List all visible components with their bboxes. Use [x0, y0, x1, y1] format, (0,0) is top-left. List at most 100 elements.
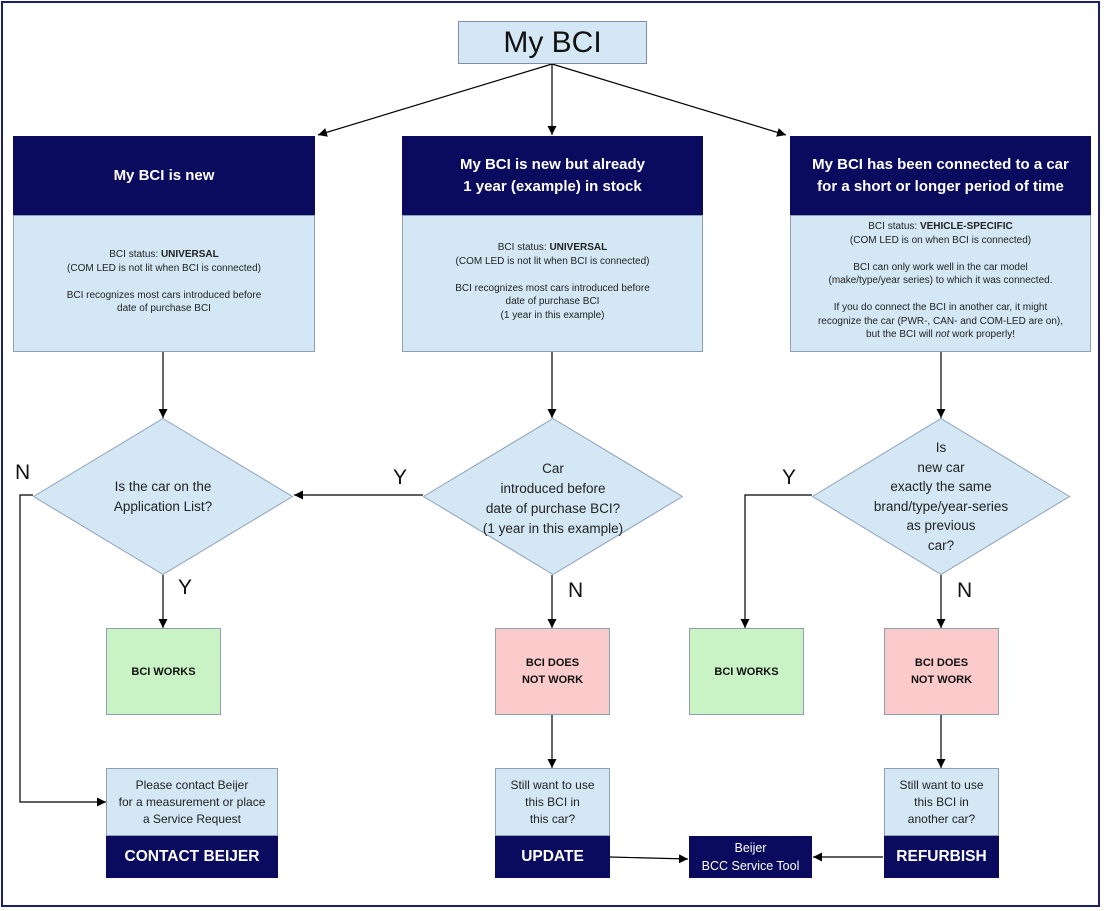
decision-line: Is: [935, 440, 947, 455]
decision-text: Is the car on the Application List?: [33, 418, 293, 575]
decision-line: car?: [927, 537, 955, 553]
panel-line: date of purchase BCI: [505, 296, 600, 307]
decision-text: Car introduced before date of purchase B…: [423, 418, 683, 575]
decision-shape: [33, 418, 293, 575]
decision-line: brand/type/year-series: [873, 498, 1009, 514]
decision-shape: [812, 418, 1070, 575]
status-value: UNIVERSAL: [160, 249, 219, 260]
service-tool-line: Beijer: [734, 841, 767, 855]
status-line: BCI status: UNIVERSAL: [109, 248, 218, 262]
panel-line: date of purchase BCI: [117, 303, 211, 314]
decision-line: date of purchase BCI?: [485, 500, 621, 516]
decision-line: Is the car on the: [114, 478, 212, 494]
panel-line: (COM LED is not lit when BCI is connecte…: [67, 262, 261, 274]
status-panel-new: BCI status: UNIVERSAL (COM LED is not li…: [13, 215, 315, 352]
decision-line: exactly the same: [890, 479, 992, 494]
label-d3-yes: Y: [782, 466, 797, 489]
outcome-not-work-4: BCI DOES NOT WORK: [884, 628, 999, 715]
outcome-works-1: BCI WORKS: [106, 628, 221, 715]
header-new-line-1: My BCI is new: [113, 166, 215, 184]
emphasis-not: not: [935, 329, 950, 340]
last-line-after: work properly!: [949, 329, 1015, 340]
info-contact: Please contact Beijer for a measurement …: [106, 768, 278, 836]
info-line: Still want to use: [510, 778, 595, 792]
decision-line: introduced before: [500, 480, 606, 496]
outcome-line: NOT WORK: [910, 673, 973, 686]
info-line: this car?: [529, 812, 576, 826]
panel-line: If you do connect the BCI in another car…: [833, 302, 1048, 313]
status-panel-in-stock: BCI status: UNIVERSAL (COM LED is not li…: [402, 215, 703, 352]
outcome-text: BCI WORKS: [714, 665, 779, 678]
arrow-decision1-no: [19, 494, 106, 807]
arrow-update-to-tool: [609, 854, 689, 864]
info-line: a Service Request: [142, 812, 242, 826]
panel-line: recognize the car (PWR-, CAN- and COM-LE…: [817, 315, 1064, 327]
status-prefix: BCI status:: [109, 249, 161, 260]
label-d1-no: N: [15, 461, 31, 484]
header-in-stock: My BCI is new but already 1 year (exampl…: [402, 136, 703, 215]
action-label: CONTACT BEIJER: [124, 848, 260, 865]
decision-line: (1 year in this example): [482, 520, 624, 536]
panel-last-line: but the BCI will not work properly!: [866, 328, 1015, 342]
action-update: UPDATE: [495, 836, 610, 878]
status-panel-connected: BCI status: VEHICLE-SPECIFIC (COM LED is…: [790, 215, 1091, 352]
header-in-stock-line-1: My BCI is new but already: [459, 155, 646, 173]
outcome-line: BCI DOES: [914, 656, 969, 669]
panel-line: BCI recognizes most cars introduced befo…: [455, 282, 650, 294]
info-line: for a measurement or place: [118, 795, 266, 809]
header-new: My BCI is new: [13, 136, 315, 215]
panel-line: (COM LED is on when BCI is connected): [849, 234, 1032, 246]
panel-line: (COM LED is not lit when BCI is connecte…: [455, 255, 650, 267]
outcome-works-3: BCI WORKS: [689, 628, 804, 715]
info-line: this BCI in: [914, 795, 969, 809]
action-label: REFURBISH: [896, 848, 987, 865]
header-connected: My BCI has been connected to a car for a…: [790, 136, 1091, 215]
decision-line: Car: [542, 460, 564, 476]
info-refurbish: Still want to use this BCI in another ca…: [884, 768, 999, 836]
decision-application-list: Is the car on the Application List?: [33, 418, 293, 575]
info-line: another car?: [907, 812, 976, 826]
header-connected-line-1: My BCI has been connected to a car: [812, 155, 1069, 173]
decision-line: Application List?: [113, 498, 213, 514]
info-line: Still want to use: [899, 778, 984, 792]
decision-line: as previous: [906, 518, 976, 533]
info-update: Still want to use this BCI in this car?: [495, 768, 610, 836]
decision-text: Is new car exactly the same brand/type/y…: [812, 418, 1070, 575]
status-prefix: BCI status:: [868, 221, 920, 232]
outcome-not-work-2: BCI DOES NOT WORK: [495, 628, 610, 715]
service-tool-line: BCC Service Tool: [701, 859, 800, 873]
status-value: UNIVERSAL: [549, 242, 608, 253]
decision-shape: [423, 418, 683, 575]
outcome-line: NOT WORK: [521, 673, 584, 686]
header-in-stock-line-2: 1 year (example) in stock: [463, 177, 642, 195]
info-line: Please contact Beijer: [135, 778, 249, 792]
status-line: BCI status: UNIVERSAL: [498, 241, 607, 255]
service-tool-box: Beijer BCC Service Tool: [689, 836, 812, 878]
label-d2-yes: Y: [393, 466, 408, 489]
info-line: this BCI in: [525, 795, 580, 809]
panel-line: BCI can only work well in the car model: [853, 261, 1028, 273]
action-refurbish: REFURBISH: [884, 836, 999, 878]
last-line-before: but the BCI will: [866, 329, 936, 340]
status-value: VEHICLE-SPECIFIC: [919, 221, 1013, 232]
panel-line: BCI recognizes most cars introduced befo…: [66, 289, 262, 301]
title-box: My BCI: [458, 21, 647, 64]
decision-line: new car: [917, 459, 965, 475]
action-contact-beijer: CONTACT BEIJER: [106, 836, 278, 878]
header-connected-line-2: for a short or longer period of time: [817, 177, 1064, 195]
label-d2-no: N: [568, 579, 584, 602]
status-prefix: BCI status:: [497, 242, 550, 253]
label-d3-no: N: [957, 579, 973, 602]
label-d1-yes: Y: [178, 576, 193, 599]
action-label: UPDATE: [521, 848, 584, 865]
arrow-title-to-connected: [551, 63, 787, 137]
outcome-text: BCI WORKS: [131, 665, 196, 678]
status-line: BCI status: VEHICLE-SPECIFIC: [868, 220, 1012, 234]
decision-introduced-before: Car introduced before date of purchase B…: [423, 418, 683, 575]
decision-same-car: Is new car exactly the same brand/type/y…: [812, 418, 1070, 575]
arrow-decision3-yes: [740, 494, 812, 628]
title-text: My BCI: [503, 25, 602, 59]
outcome-line: BCI DOES: [525, 656, 580, 669]
panel-line: (1 year in this example): [500, 309, 605, 321]
